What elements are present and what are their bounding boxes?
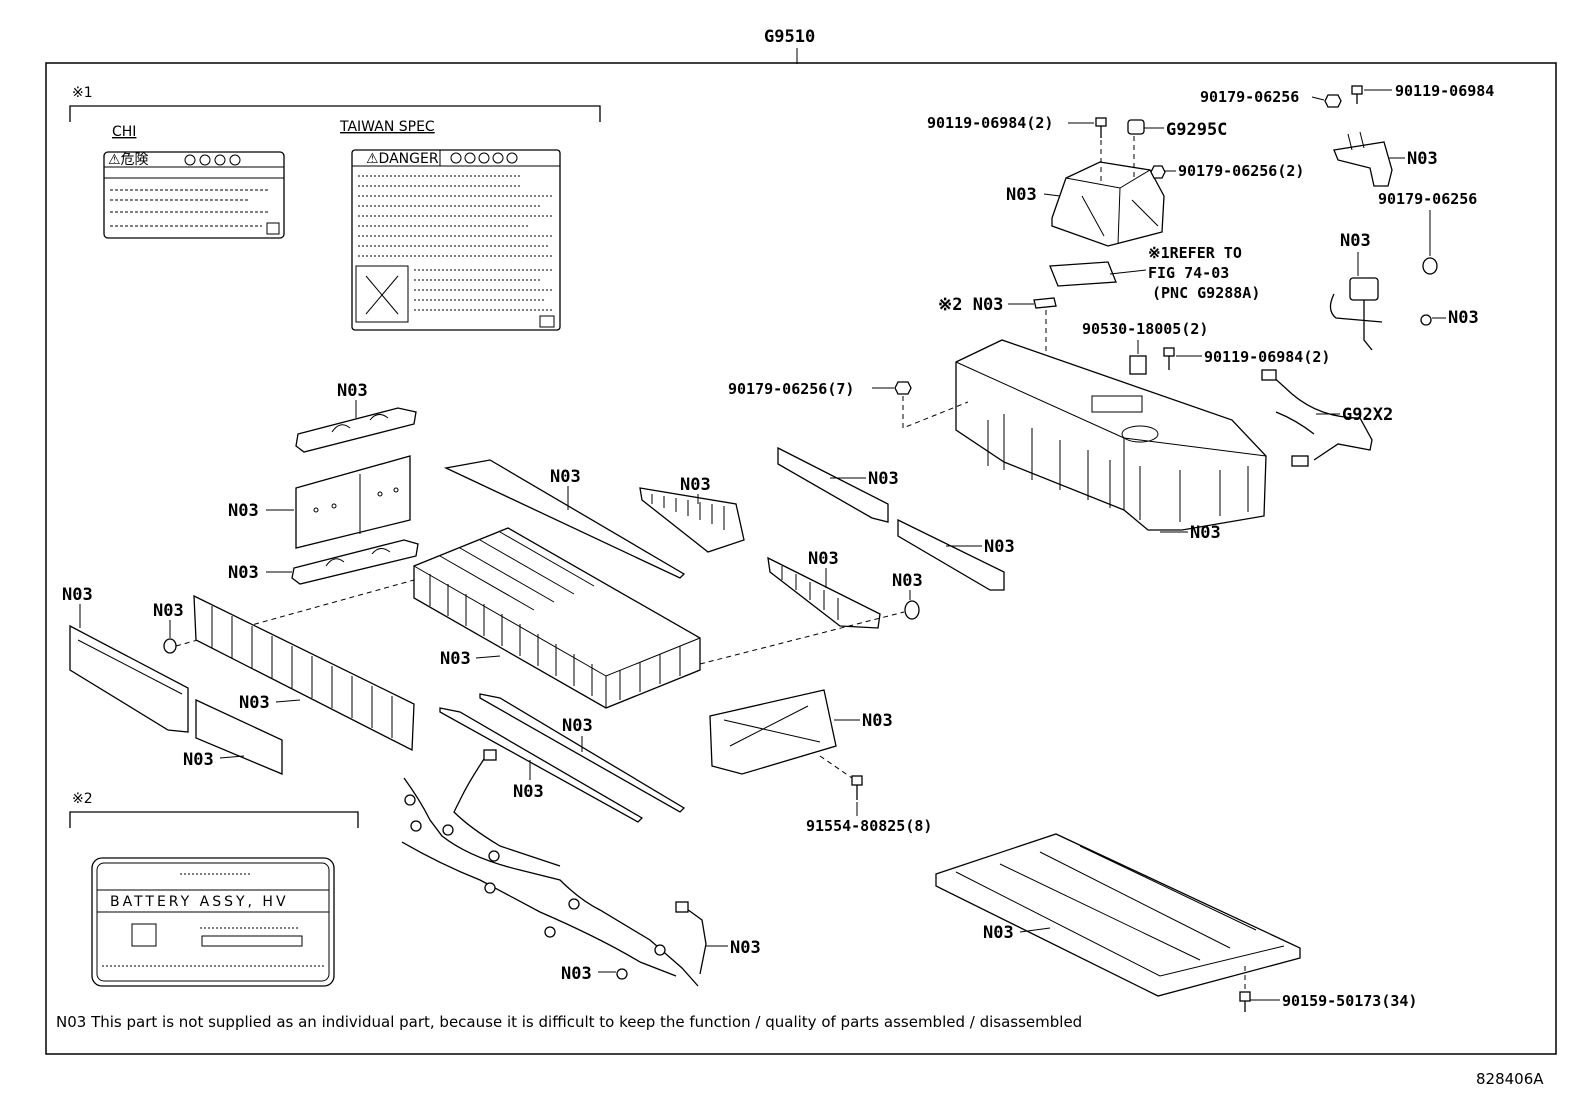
callout-n03-holder-left: N03 xyxy=(239,693,270,713)
callout-90179-06256-right: 90179-06256 xyxy=(1378,190,1477,208)
bracket-upper-right xyxy=(1333,131,1393,187)
chi-warning-label: ⚠危険 xyxy=(103,151,285,239)
module-stack xyxy=(413,527,701,709)
bracket-top-n03 xyxy=(295,407,417,453)
bracket-lower-n03 xyxy=(291,539,419,585)
callout-n03-tie-rod-lower-1: N03 xyxy=(562,716,593,736)
callout-n03-plate: N03 xyxy=(228,501,259,521)
tie-rod-lower-2 xyxy=(479,693,686,813)
bracket-plate-n03 xyxy=(295,455,411,549)
bolt-90119-middle xyxy=(1163,347,1175,370)
bus-bar-holder-right xyxy=(767,556,881,629)
callout-g92x2: G92X2 xyxy=(1342,405,1393,425)
callout-90530-18005-2: 90530-18005(2) xyxy=(1082,320,1208,338)
callout-n03-rail-upper: N03 xyxy=(868,469,899,489)
callout-refer-line1: ※1REFER TO xyxy=(1148,244,1242,262)
taiwan-danger-label: ⚠DANGER xyxy=(351,149,561,331)
callout-n03-rail-mid: N03 xyxy=(984,537,1015,557)
callout-n03-harness-lower: N03 xyxy=(561,964,592,984)
nut-90179-upper xyxy=(1324,94,1342,108)
callout-n03-tie-rod-lower-2: N03 xyxy=(513,782,544,802)
lower-holder-n03 xyxy=(709,689,837,775)
callout-n03-end-plate: N03 xyxy=(62,585,93,605)
nut-90179-2 xyxy=(1150,165,1166,179)
callout-90159-50173-34: 90159-50173(34) xyxy=(1282,992,1417,1010)
callout-n03-end-plate-lower: N03 xyxy=(183,750,214,770)
callout-n03-nut-left: N03 xyxy=(153,601,184,621)
callout-n03-nut-right: N03 xyxy=(1448,308,1479,328)
junction-block-cover xyxy=(1051,161,1165,247)
battery-tray-lower xyxy=(935,833,1301,997)
nut-90179-7 xyxy=(894,381,912,395)
callout-90179-06256-7: 90179-06256(7) xyxy=(728,380,854,398)
callout-n03-junction: N03 xyxy=(1006,185,1037,205)
svg-text:BATTERY ASSY, HV: BATTERY ASSY, HV xyxy=(110,894,289,910)
note-2-bracket xyxy=(69,811,359,828)
taiwan-spec-title: TAIWAN SPEC xyxy=(339,119,435,135)
end-plate-left xyxy=(69,624,189,733)
note-mark-2: ※2 xyxy=(72,791,93,807)
svg-text:⚠DANGER: ⚠DANGER xyxy=(366,151,439,167)
callout-n03-module-stack: N03 xyxy=(440,649,471,669)
callout-g9295c: G9295C xyxy=(1166,120,1227,140)
callout-refer-line2: FIG 74-03 xyxy=(1148,264,1229,282)
chi-label-title: CHI xyxy=(112,124,136,140)
callout-n03-lower-bracket: N03 xyxy=(228,563,259,583)
callout-refer-line3: (PNC G9288A) xyxy=(1152,284,1260,302)
callout-90179-06256-top: 90179-06256 xyxy=(1200,88,1299,106)
end-plate-lower-left xyxy=(195,698,283,775)
callout-note2-n03: ※2 N03 xyxy=(938,295,1003,315)
callout-n03-nut-stack: N03 xyxy=(892,571,923,591)
rail-right-mid xyxy=(897,518,1005,591)
nut-n03-right xyxy=(1420,314,1432,326)
callout-90179-06256-2: 90179-06256(2) xyxy=(1178,162,1304,180)
callout-n03-harness-right: N03 xyxy=(730,938,761,958)
callout-n03-bus-bar-right: N03 xyxy=(808,549,839,569)
tie-rod-upper xyxy=(443,459,686,579)
nut-n03-right-stack xyxy=(904,600,920,620)
sensor-n03-right xyxy=(1329,277,1383,351)
bolt-91554 xyxy=(851,775,863,800)
callout-90119-06984-2-middle: 90119-06984(2) xyxy=(1204,348,1330,366)
wire-harness-lower xyxy=(401,749,707,987)
callout-n03-lower-holder: N03 xyxy=(862,711,893,731)
nut-90179-right xyxy=(1422,257,1438,275)
svg-text:⚠危険: ⚠危険 xyxy=(108,152,149,168)
footnote-n03: N03 This part is not supplied as an indi… xyxy=(56,1013,1082,1031)
diagram-frame xyxy=(45,62,1557,1055)
figure-id: 828406A xyxy=(1476,1070,1544,1088)
callout-n03-bracket-upper-right: N03 xyxy=(1407,149,1438,169)
tie-rod-lower-1 xyxy=(439,707,644,823)
relay-90530 xyxy=(1129,355,1147,375)
rail-right-upper xyxy=(777,446,889,523)
bolt-90159 xyxy=(1239,991,1251,1012)
callout-n03-tray-lower: N03 xyxy=(983,923,1014,943)
callout-n03-tie-rod-upper: N03 xyxy=(550,467,581,487)
callout-n03-top-bracket: N03 xyxy=(337,381,368,401)
note-mark-1: ※1 xyxy=(72,85,93,101)
mat-refer-sheet xyxy=(1049,261,1117,287)
label-n03-small xyxy=(1033,297,1057,309)
battery-assy-nameplate: BATTERY ASSY, HV xyxy=(91,857,335,987)
assembly-code: G9510 xyxy=(764,27,815,47)
note-1-bracket xyxy=(69,105,601,122)
callout-n03-bus-bar-center: N03 xyxy=(680,475,711,495)
nut-n03-left xyxy=(163,638,177,654)
callout-90119-06984-2-upper: 90119-06984(2) xyxy=(927,114,1053,132)
wire-harness-g92x2 xyxy=(1261,369,1373,467)
callout-90119-06984-top: 90119-06984 xyxy=(1395,82,1494,100)
battery-tray-upper xyxy=(955,339,1267,531)
connector-g9295c xyxy=(1127,119,1145,135)
callout-n03-tray-upper: N03 xyxy=(1190,523,1221,543)
bolt-90119-upper-right xyxy=(1351,85,1363,104)
bus-bar-holder-center xyxy=(639,487,745,553)
bus-bar-holder-left xyxy=(193,594,415,752)
callout-91554-80825-8: 91554-80825(8) xyxy=(806,817,932,835)
callout-n03-sensor: N03 xyxy=(1340,231,1371,251)
bolt-90119-upper xyxy=(1095,117,1107,138)
